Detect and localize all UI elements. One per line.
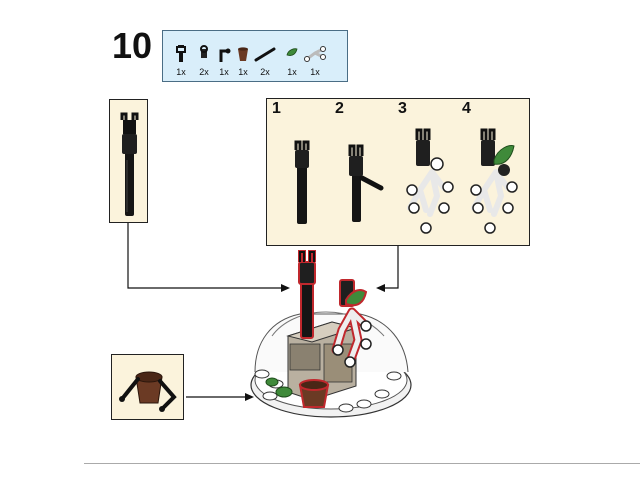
callout-plant-substeps: [266, 98, 530, 246]
substep-4-illustration: [470, 128, 518, 234]
pot-with-handles-illustration: [119, 371, 177, 412]
part-qty: 1x: [238, 67, 248, 77]
main-model-illustration: [250, 250, 412, 418]
substep-label-1: 1: [272, 100, 281, 117]
parts-list-box: 1x 2x 1x 1x 2x 1x 1x: [162, 30, 348, 82]
bent-bar-piece-icon: [212, 45, 236, 63]
step-number: 10: [112, 25, 153, 66]
arrow-right-callout: [376, 246, 399, 292]
callout-pot-assembly: [111, 354, 184, 420]
black-bar-piece-icon: [253, 45, 277, 63]
green-leaf-piece-icon: [280, 45, 304, 63]
arrow-left-callout: [127, 223, 290, 292]
part-qty: 1x: [310, 67, 320, 77]
part-qty: 1x: [219, 67, 229, 77]
substep-label-3: 3: [398, 100, 407, 117]
part-qty: 2x: [199, 67, 209, 77]
clip-piece-icon: [192, 45, 216, 63]
substep-1-illustration: [294, 140, 310, 224]
substep-label-4: 4: [462, 100, 471, 117]
substep-label-2: 2: [335, 100, 344, 117]
substep-2-illustration: [348, 144, 384, 222]
part-qty: 1x: [176, 67, 186, 77]
bar-with-clip-illustration: [120, 112, 139, 216]
arrow-pot-callout: [186, 393, 254, 401]
page-divider: [84, 463, 640, 464]
substep-3-illustration: [406, 128, 454, 234]
callout-bar-assembly: [109, 99, 148, 223]
part-qty: 2x: [260, 67, 270, 77]
clip-bar-piece-icon: [169, 45, 193, 63]
brown-pot-piece-icon: [231, 45, 255, 63]
part-qty: 1x: [287, 67, 297, 77]
white-plant-stem-piece-icon: [303, 45, 327, 63]
